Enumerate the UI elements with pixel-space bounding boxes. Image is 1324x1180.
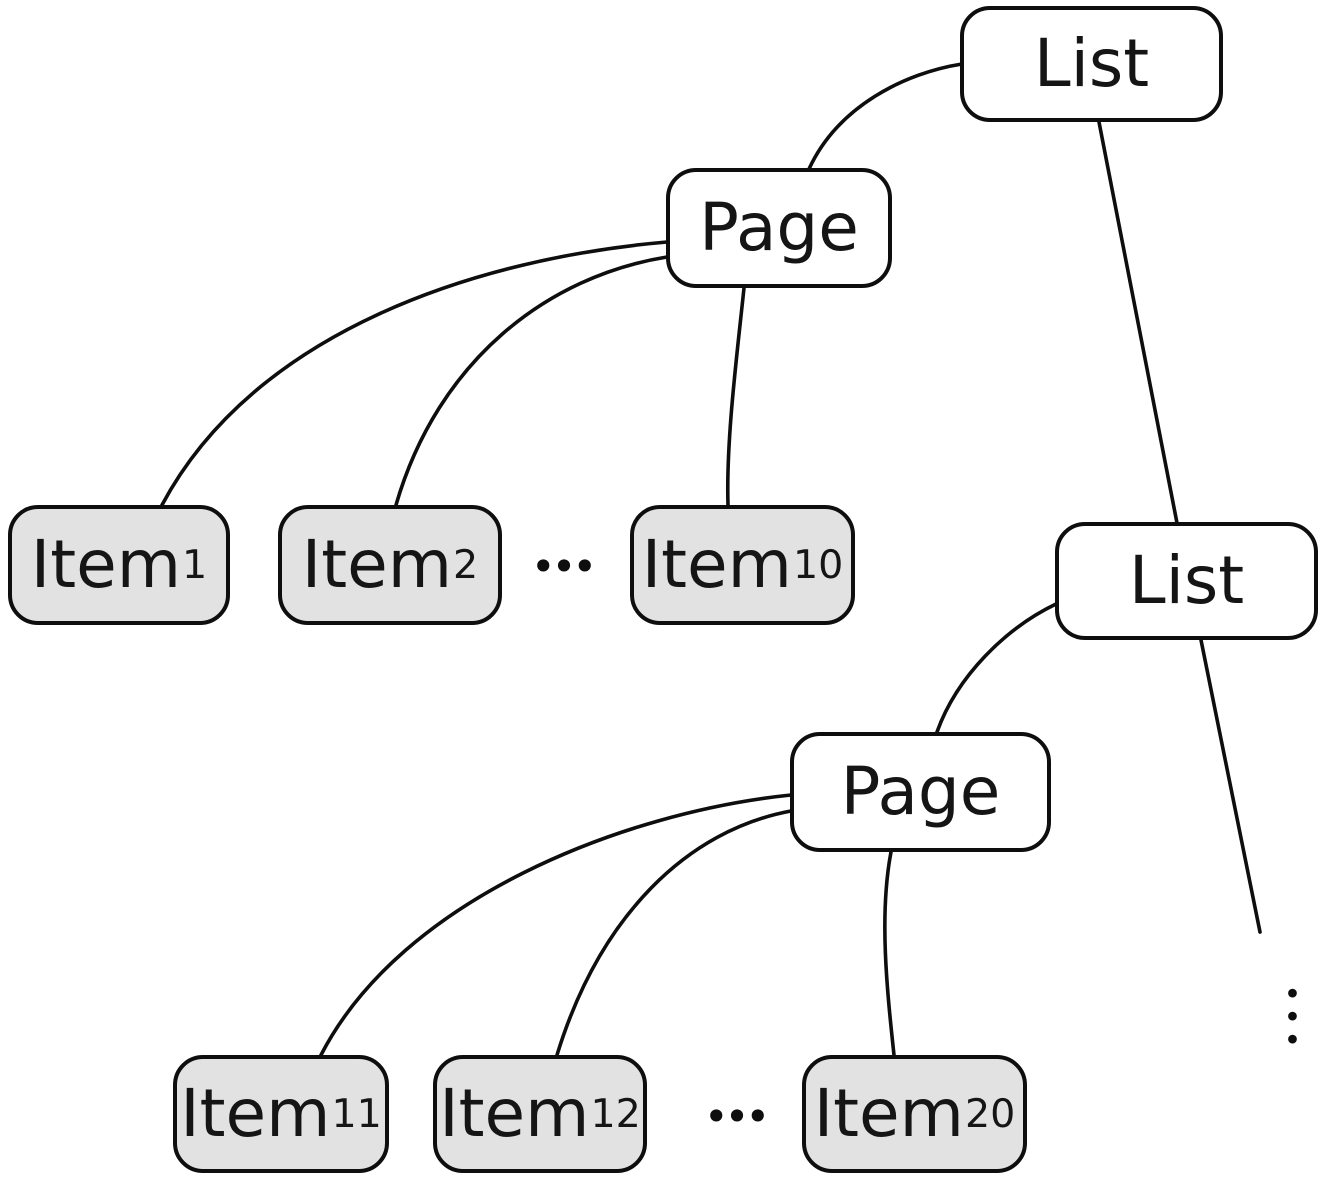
edge-page2-item11 [319,793,793,1057]
edge-page1-item10 [725,286,746,507]
horizontal-ellipsis-row1: ••• [530,542,597,591]
node-list-2: List [1055,522,1318,640]
node-label: Page [699,189,859,266]
node-label: List [1128,542,1245,619]
edge-page2-item12 [555,809,793,1057]
node-list-1: List [960,6,1223,122]
edge-list2-page2 [935,602,1058,734]
edge-list1-page1 [807,62,964,171]
node-page-2: Page [790,732,1051,852]
node-label: Item [30,526,182,603]
node-label: Item [439,1075,590,1152]
edge-list2-more [1199,638,1262,934]
horizontal-ellipsis-row2: ••• [703,1092,770,1141]
edge-page1-item1 [160,240,669,507]
node-label: Item [180,1075,331,1152]
node-label: Page [840,753,1001,830]
node-label: Item [301,526,453,603]
edge-list1-list2 [1097,120,1179,525]
node-label: Item [641,526,792,603]
edge-page2-item20 [883,850,896,1057]
node-label: List [1033,25,1150,102]
edge-page1-item2 [394,255,669,507]
node-label: Item [813,1075,964,1152]
vertical-ellipsis: ••• [1275,977,1310,1047]
node-page-1: Page [666,168,892,288]
